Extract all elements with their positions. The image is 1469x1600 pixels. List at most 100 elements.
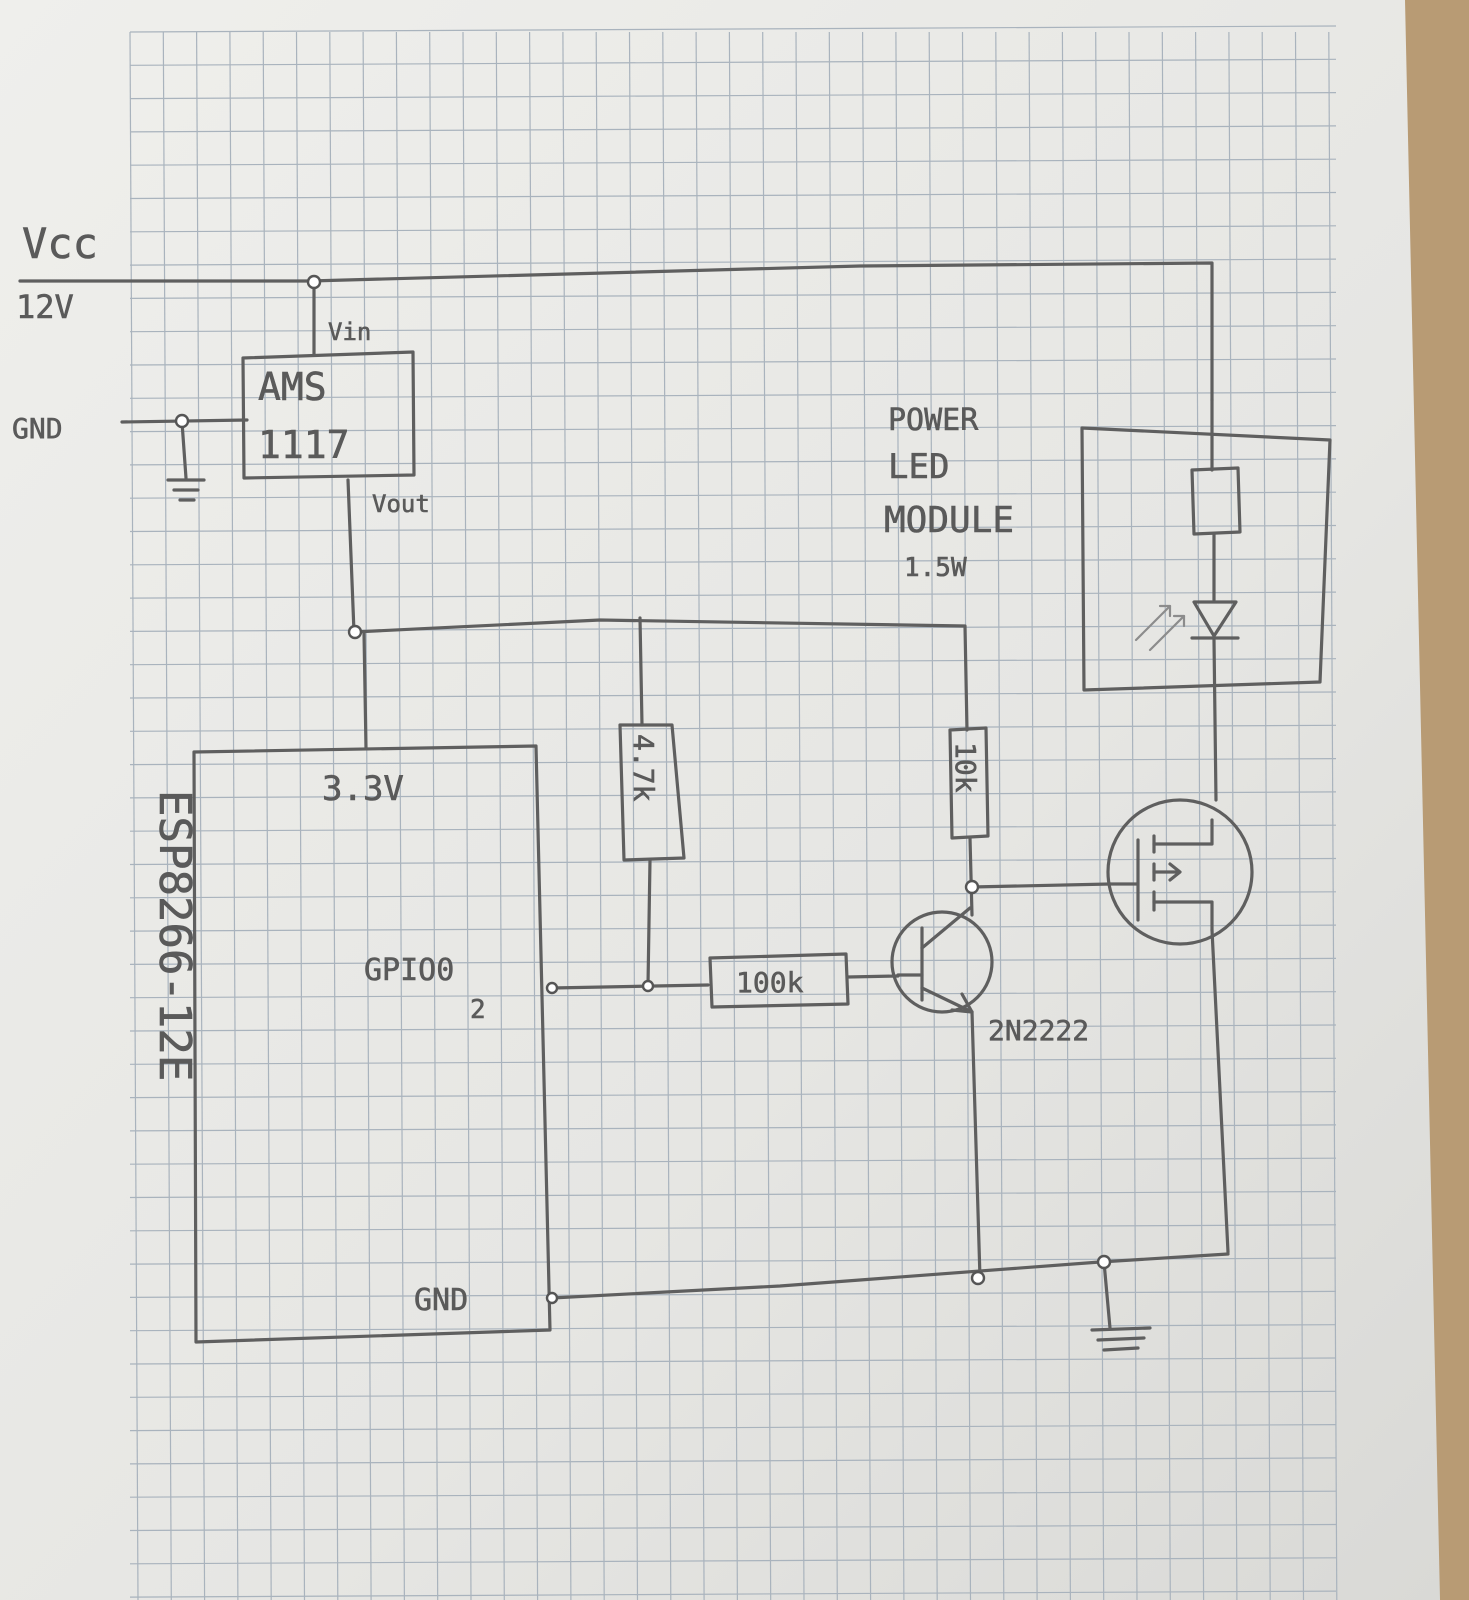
label-vout: Vout [372, 490, 430, 518]
grid-line-vertical [795, 31, 805, 1600]
grid-line-horizontal [129, 425, 1337, 433]
grid-line-vertical [728, 31, 739, 1600]
grid-line-horizontal [129, 92, 1337, 100]
grid-line-horizontal [129, 624, 1337, 633]
wire-ground-bus [550, 1252, 1230, 1330]
grid-line-horizontal [129, 258, 1337, 266]
grid-line-horizontal [129, 291, 1337, 299]
grid-line-vertical [528, 31, 539, 1600]
grid-line-vertical [495, 31, 505, 1600]
grid-line-horizontal [129, 1390, 1337, 1398]
grid-line-horizontal [129, 1523, 1337, 1532]
grid-line-horizontal [129, 991, 1337, 999]
label-regulator-name: AMS [258, 365, 327, 409]
ground-symbol-input [166, 478, 206, 502]
grid-line-vertical [861, 31, 872, 1600]
wire-collector-gate [970, 882, 1112, 889]
esp8266-module [192, 744, 552, 1344]
label-gnd-input: GND [12, 412, 63, 445]
grid-line-vertical [695, 31, 705, 1600]
wire-gpio [550, 974, 900, 990]
ground-symbol-main [1090, 1326, 1152, 1352]
wire-source-gnd [1210, 928, 1230, 1254]
grid-line-vertical [462, 31, 472, 1600]
junctions [174, 274, 1112, 1305]
grid-line-horizontal [129, 1357, 1337, 1365]
wire-3v3-rail [352, 618, 969, 750]
grid-line-horizontal [129, 458, 1337, 466]
grid-line-horizontal [129, 158, 1337, 166]
grid-line-horizontal [129, 824, 1337, 832]
wire-vcc-12v [18, 261, 1214, 402]
transistor-2n2222 [890, 906, 994, 1014]
grid-line-horizontal [129, 1224, 1337, 1232]
label-transistor: 2N2222 [988, 1014, 1089, 1047]
grid-line-horizontal [129, 1490, 1337, 1498]
grid-line-horizontal [129, 358, 1337, 366]
grid-line-horizontal [129, 325, 1337, 333]
label-module-module: MODULE [884, 500, 1014, 541]
label-resistor-100k: 100k [736, 966, 804, 999]
grid-line-vertical [196, 31, 206, 1600]
grid-line-vertical [961, 31, 972, 1600]
label-esp-name: ESP8266-12E [149, 790, 200, 1081]
wire-emitter-gnd [970, 1010, 982, 1280]
wire-vout [346, 478, 356, 634]
label-module-power: POWER [888, 403, 979, 438]
label-gpio: GPIO0 [364, 953, 454, 988]
grid-line-horizontal [129, 391, 1337, 399]
grid-line-vertical [129, 31, 139, 1600]
grid-line-vertical [995, 31, 1005, 1600]
grid-line-horizontal [129, 1557, 1337, 1565]
grid-line-horizontal [129, 658, 1337, 666]
grid-line-horizontal [129, 1190, 1337, 1199]
grid-line-vertical [928, 31, 938, 1600]
grid-line-horizontal [129, 591, 1337, 599]
label-vcc-voltage: 12V [16, 288, 74, 326]
label-module-led: LED [888, 447, 949, 487]
label-esp-gnd: GND [414, 1283, 468, 1318]
label-resistor-10k: 10k [949, 742, 982, 793]
grid-line-horizontal [129, 191, 1337, 200]
resistor-4k7 [618, 616, 686, 987]
grid-line-vertical [429, 31, 439, 1600]
grid-line-horizontal [129, 924, 1337, 932]
led-module-internal [1134, 398, 1242, 652]
grid-line-horizontal [129, 1057, 1337, 1065]
wire-led-drain [1212, 638, 1218, 802]
label-module-wattage: 1.5W [904, 553, 967, 583]
graph-paper-grid [129, 25, 1338, 1600]
regulator-ams1117 [241, 350, 416, 480]
label-resistor-4k7: 4.7k [627, 734, 660, 802]
grid-line-vertical [362, 31, 372, 1600]
grid-line-horizontal [129, 225, 1337, 233]
label-gpio-number: 2 [470, 995, 486, 1025]
grid-line-horizontal [129, 691, 1337, 699]
resistor-100k [708, 952, 850, 1009]
grid-line-horizontal [129, 491, 1337, 499]
grid-line-horizontal [129, 25, 1337, 33]
grid-line-vertical [562, 31, 572, 1600]
grid-line-vertical [662, 31, 672, 1600]
grid-line-horizontal [129, 1124, 1337, 1132]
grid-line-horizontal [129, 524, 1337, 533]
grid-line-vertical [229, 31, 239, 1600]
grid-line-horizontal [129, 1423, 1337, 1432]
led-module-box [1080, 426, 1332, 692]
grid-line-vertical [762, 31, 772, 1600]
grid-line-horizontal [129, 891, 1337, 899]
grid-line-horizontal [129, 724, 1337, 732]
grid-line-horizontal [129, 1457, 1337, 1465]
grid-line-horizontal [129, 1590, 1337, 1598]
grid-line-horizontal [129, 1090, 1337, 1099]
resistor-10k [948, 726, 990, 917]
grid-line-horizontal [129, 1024, 1337, 1032]
label-regulator-number: 1117 [258, 423, 350, 467]
grid-line-horizontal [129, 125, 1337, 133]
grid-line-horizontal [129, 1157, 1337, 1165]
grid-line-horizontal [129, 58, 1337, 66]
grid-line-vertical [828, 31, 838, 1600]
